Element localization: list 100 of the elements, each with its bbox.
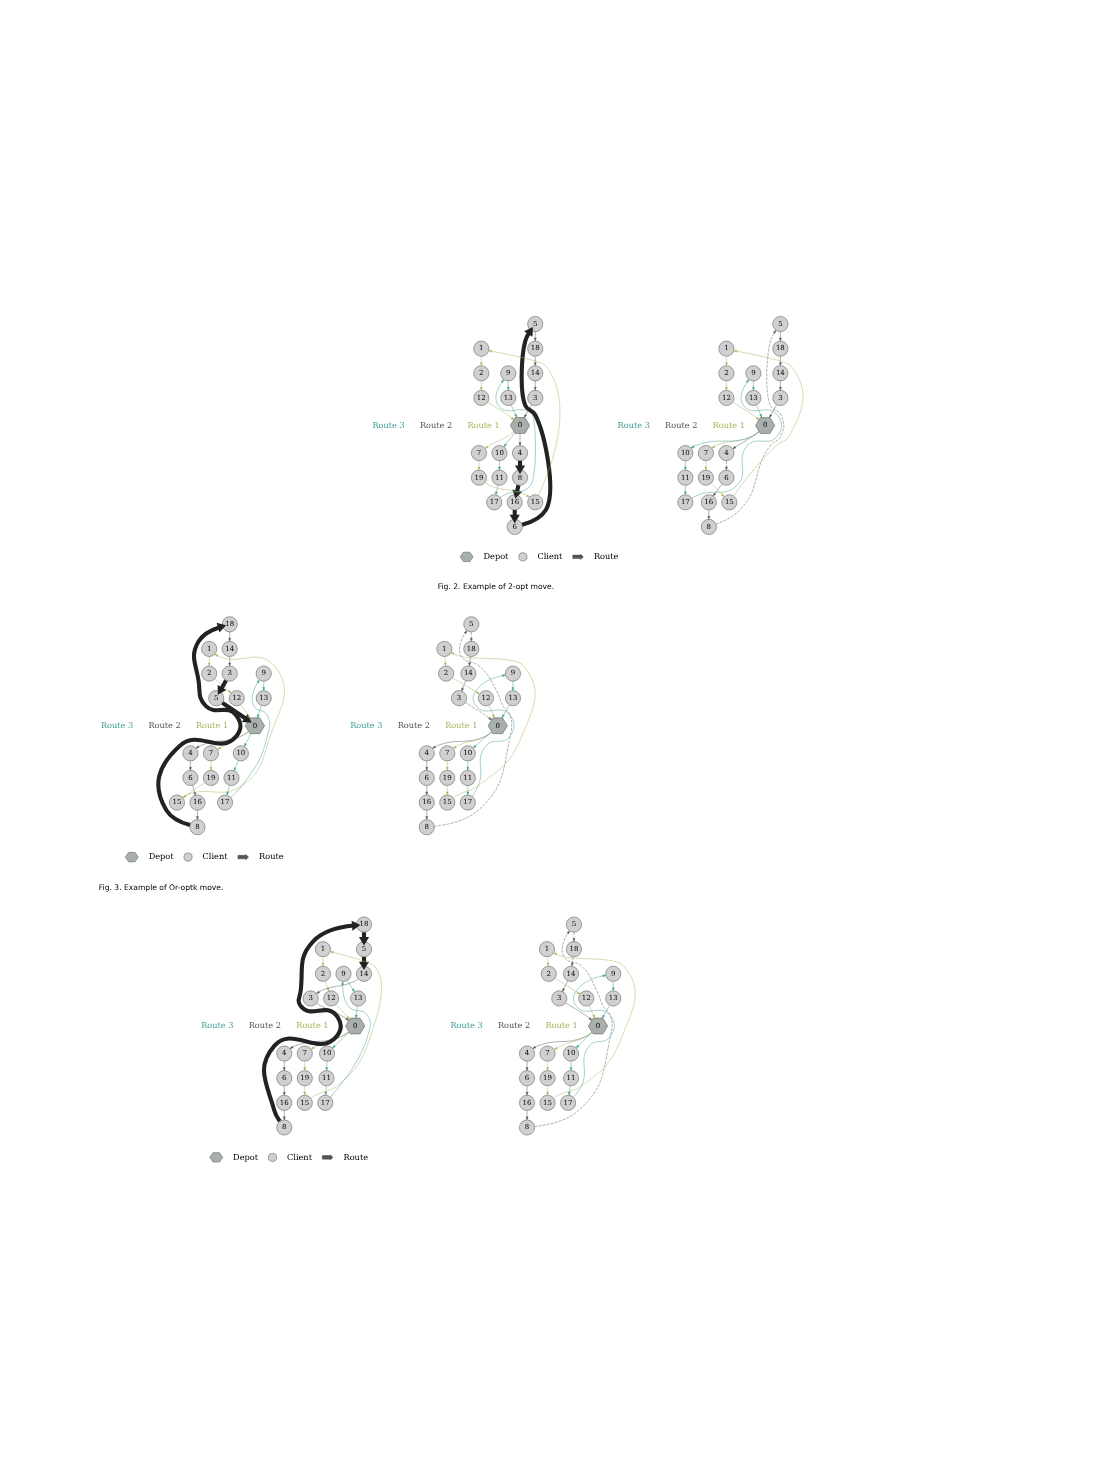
- arrow: [221, 701, 252, 723]
- arrow: [452, 677, 480, 694]
- arrow: [732, 431, 760, 449]
- arrow: [769, 404, 777, 418]
- arrow: [553, 1031, 593, 1050]
- arrow: [332, 1031, 350, 1049]
- arrow: [524, 404, 532, 418]
- arrow: [461, 680, 466, 692]
- arrow: [725, 460, 728, 471]
- arrow: [156, 622, 243, 827]
- arrow: [546, 1061, 549, 1071]
- arrow: [518, 433, 522, 446]
- arrow: [425, 810, 429, 820]
- arrow: [568, 1085, 571, 1096]
- arrow: [534, 356, 537, 366]
- arrow: [571, 956, 574, 967]
- arrow: [562, 980, 569, 992]
- arrow: [612, 981, 615, 991]
- arrow: [446, 785, 449, 796]
- arrow: [553, 952, 636, 1099]
- arrow: [228, 656, 231, 667]
- arrow: [325, 981, 330, 992]
- arrow: [732, 402, 760, 420]
- arrow: [425, 785, 429, 796]
- arrow: [240, 704, 251, 719]
- arrow: [534, 380, 537, 391]
- arrow: [189, 760, 192, 771]
- arrow: [487, 402, 515, 420]
- arrow: [473, 731, 492, 749]
- arrow: [434, 630, 513, 827]
- arrow: [182, 653, 285, 798]
- arrow: [325, 1061, 328, 1071]
- arrow: [230, 679, 270, 798]
- arrow: [573, 974, 615, 1098]
- arrow: [554, 978, 581, 995]
- arrow: [733, 349, 804, 496]
- arrow: [244, 733, 252, 747]
- arrow: [472, 674, 515, 797]
- arrow: [310, 951, 382, 1099]
- arrow: [480, 356, 483, 366]
- arrow: [209, 760, 213, 771]
- arrow: [525, 1085, 529, 1096]
- arrow: [525, 1110, 529, 1120]
- arrow: [283, 1085, 286, 1096]
- arrow: [725, 380, 728, 391]
- arrow: [316, 978, 359, 994]
- arrow: [589, 1005, 595, 1019]
- arrow: [262, 920, 361, 1123]
- arrow: [501, 704, 510, 718]
- arrow: [756, 404, 763, 418]
- arrow: [525, 1061, 529, 1071]
- arrow: [725, 356, 728, 366]
- arrow: [330, 981, 371, 1098]
- arrow: [355, 1006, 358, 1019]
- arrow: [752, 380, 755, 391]
- arrow: [602, 1005, 610, 1019]
- arrow: [779, 380, 782, 391]
- arrow: [484, 431, 515, 449]
- arrow: [257, 705, 262, 719]
- arrow: [470, 631, 473, 642]
- arrow: [466, 785, 470, 796]
- arrow: [207, 656, 211, 667]
- arrow: [446, 760, 449, 771]
- arrow: [691, 379, 782, 499]
- arrow: [498, 460, 501, 471]
- arrow: [335, 1004, 350, 1020]
- arrow: [495, 484, 499, 496]
- arrow: [283, 1110, 286, 1120]
- arrow: [534, 331, 537, 342]
- arrow: [196, 810, 199, 820]
- arrow: [452, 731, 492, 749]
- arrow: [324, 1085, 328, 1096]
- arrow: [450, 652, 536, 798]
- arrow: [233, 760, 239, 771]
- arrow: [425, 760, 429, 771]
- arrow: [503, 432, 515, 447]
- arrow: [569, 1061, 573, 1071]
- arrow: [707, 509, 711, 520]
- arrow: [465, 702, 492, 721]
- arrow: [511, 404, 517, 418]
- arrow: [572, 932, 576, 942]
- arrow: [466, 760, 470, 771]
- arrow: [477, 460, 481, 471]
- arrow: [565, 1002, 593, 1021]
- arrow: [576, 1032, 593, 1049]
- arrow: [684, 485, 687, 495]
- arrow: [283, 1061, 286, 1071]
- arrow: [192, 785, 196, 796]
- arrow: [511, 681, 515, 691]
- arrow: [444, 656, 447, 667]
- arrow: [534, 930, 613, 1127]
- arrow: [779, 331, 782, 342]
- arrow: [488, 705, 495, 718]
- arrow: [432, 731, 493, 749]
- arrow: [684, 460, 687, 471]
- arrow: [303, 1061, 307, 1071]
- arrow: [321, 956, 325, 967]
- arrow: [495, 379, 536, 498]
- arrow: [480, 380, 483, 391]
- arrow: [347, 980, 355, 993]
